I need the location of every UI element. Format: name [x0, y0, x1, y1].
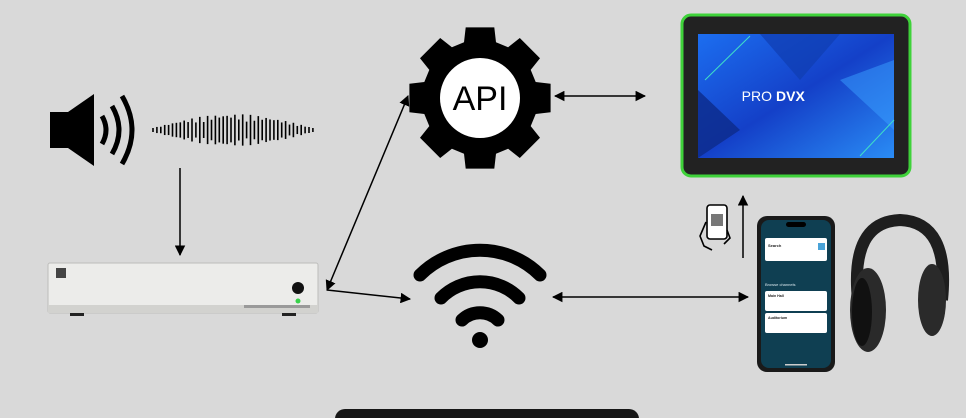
arrow-device-api [325, 95, 410, 291]
wireless-audio-receiver-device [47, 262, 319, 316]
phone-section-title: Browse channels [765, 282, 795, 287]
smartphone-app: Search Browse channels Main Hall Auditor… [757, 216, 835, 372]
gear-icon [409, 27, 551, 169]
phone-channel-auditorium: Auditorium [768, 316, 787, 320]
status-led-icon [295, 298, 301, 304]
wifi-icon [413, 243, 547, 348]
scan-qr-code-icon [699, 204, 731, 251]
brand-logo-icon [56, 268, 66, 278]
sound-waveform-icon [152, 114, 314, 146]
bottom-dark-panel [335, 409, 639, 418]
power-button-icon [292, 282, 304, 294]
prodvx-tablet: PRO DVX [680, 13, 912, 178]
phone-search-title: Search [768, 243, 782, 248]
tablet-brand-pro: PRO [742, 88, 772, 104]
speaker-icon [50, 94, 135, 166]
headphones-icon [850, 213, 949, 352]
api-label: API [453, 80, 508, 118]
phone-channel-main-hall: Main Hall [768, 294, 784, 298]
arrow-device-wifi [326, 289, 412, 304]
tablet-brand-dvx: DVX [776, 88, 805, 104]
